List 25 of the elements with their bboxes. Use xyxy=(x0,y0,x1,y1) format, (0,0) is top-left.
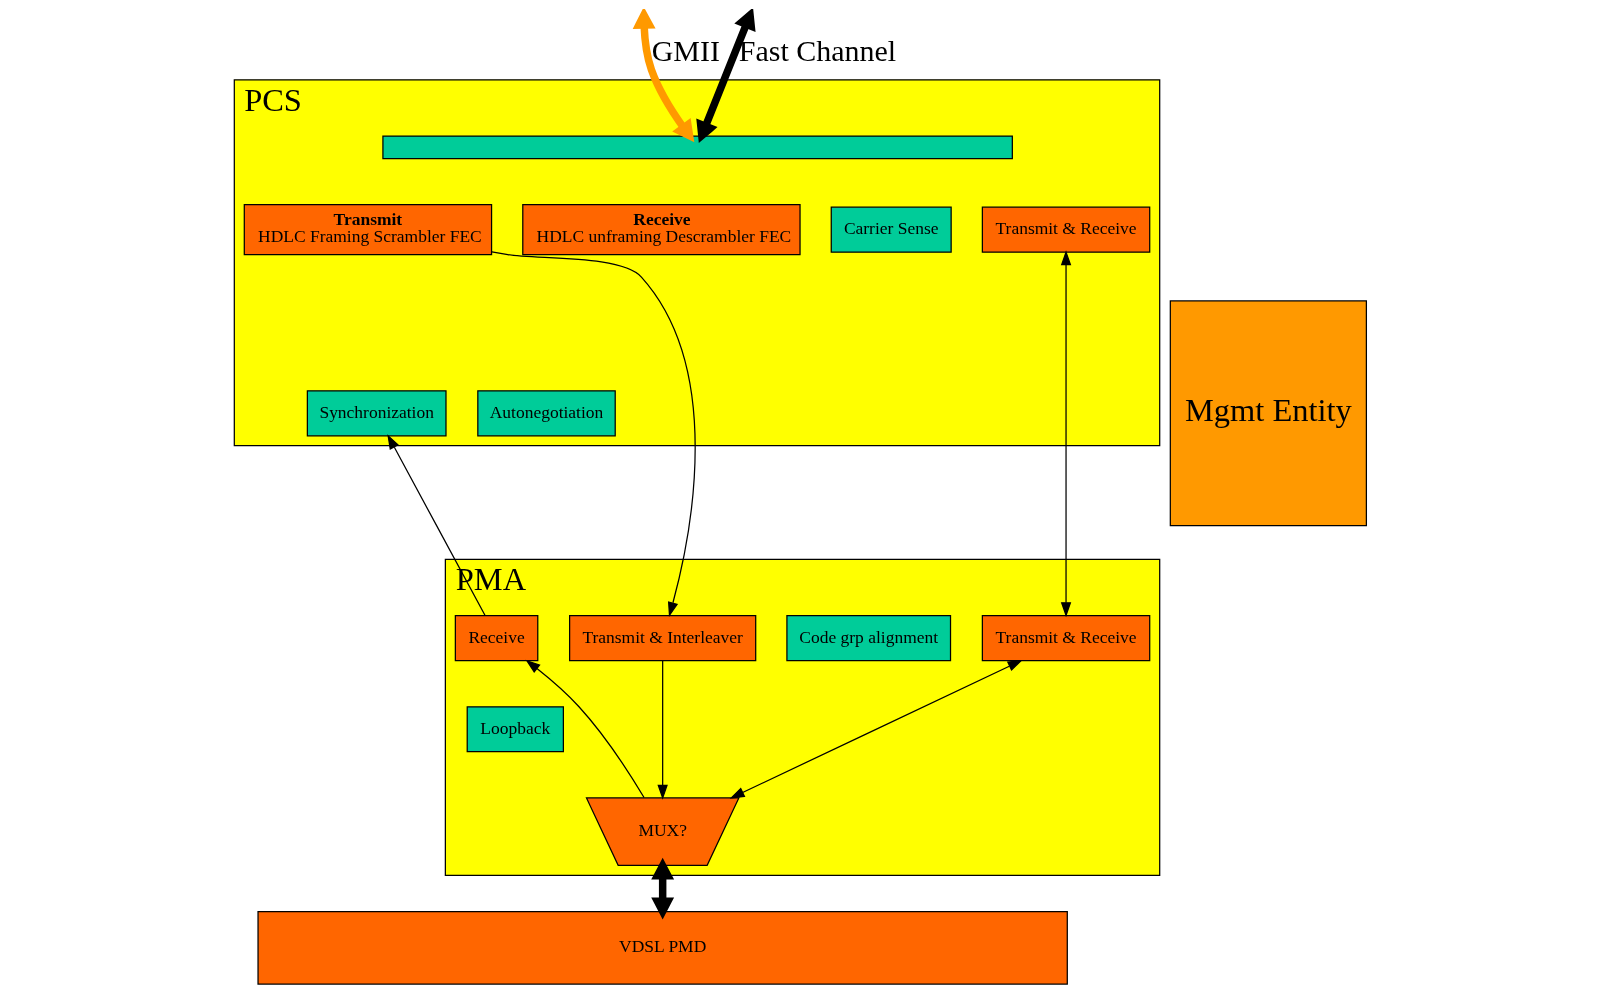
arrow xyxy=(387,433,486,616)
node-box: Autonegotiation xyxy=(477,389,616,436)
arrow xyxy=(696,8,756,143)
node-box: Loopback xyxy=(466,705,564,752)
arrow xyxy=(525,659,645,798)
edge-label: Fast Channel xyxy=(738,33,897,67)
arrow xyxy=(657,659,668,800)
arrow xyxy=(632,8,695,142)
node-box: Transmit & Receive xyxy=(981,206,1151,253)
node-box: Synchronization xyxy=(306,389,447,436)
node-box: Transmit & Receive xyxy=(981,614,1151,661)
node-box: Code grp alignment xyxy=(786,614,952,661)
arrow xyxy=(729,659,1023,799)
node-box: VDSL PMD xyxy=(257,910,1068,985)
node-box: Receive xyxy=(454,614,539,661)
node-box: Transmit HDLC Framing Scrambler FEC xyxy=(243,203,493,255)
node-box: Receive HDLC unframing Descrambler FEC xyxy=(522,203,801,255)
node-box: Mgmt Entity xyxy=(1169,299,1367,526)
arrow xyxy=(1060,249,1072,617)
arrow xyxy=(491,250,696,617)
node-box: Carrier Sense xyxy=(830,206,952,253)
node-bar xyxy=(382,134,1013,159)
node-box: Transmit & Interleaver xyxy=(569,614,757,661)
arrow xyxy=(651,857,675,919)
edge-label: GMII xyxy=(651,33,720,67)
